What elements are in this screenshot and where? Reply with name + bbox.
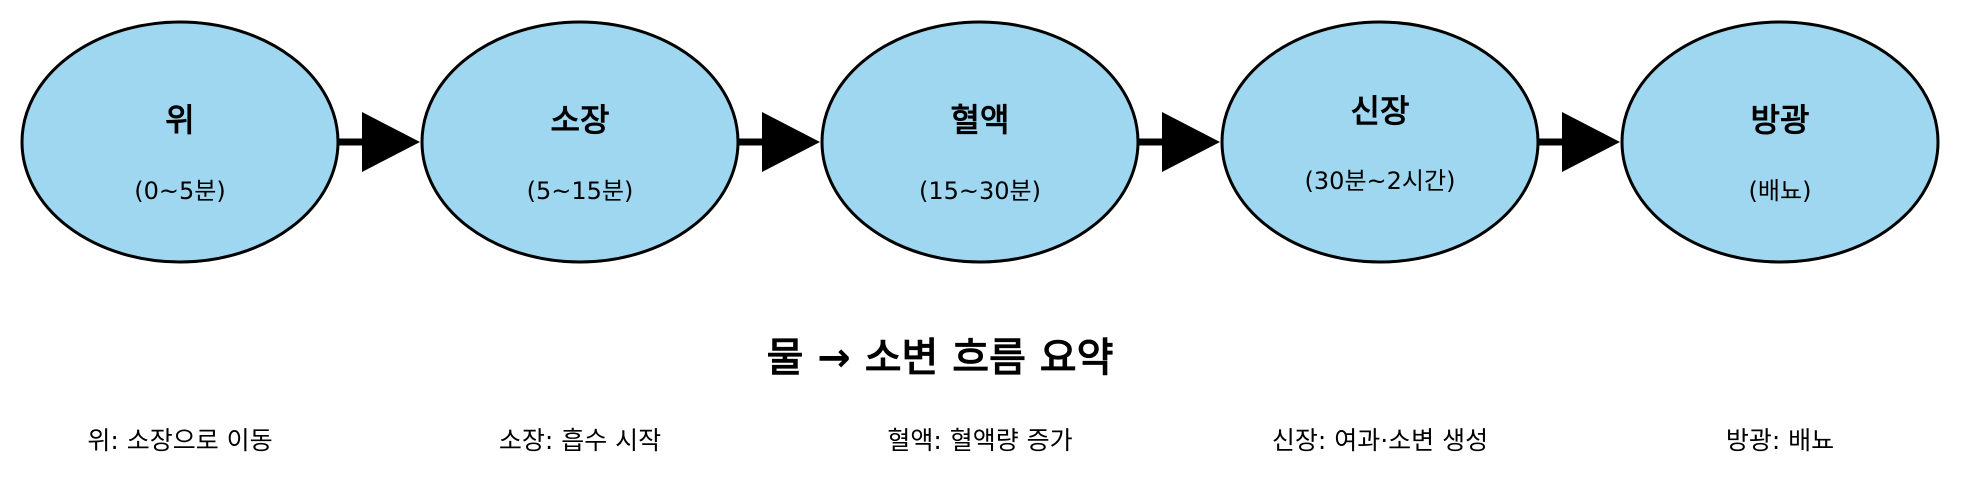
summary-item-kidney: 신장: 여과·소변 생성	[1272, 426, 1488, 455]
connector-2	[738, 112, 820, 172]
node-subtitle: (15~30분)	[919, 177, 1041, 205]
node-title: 방광	[1751, 101, 1810, 139]
summary-item-bladder: 방광: 배뇨	[1726, 426, 1834, 455]
node-bladder: 방광 (배뇨)	[1620, 20, 1940, 264]
node-title: 혈액	[951, 101, 1010, 139]
summary-item-blood: 혈액: 혈액량 증가	[887, 426, 1072, 455]
node-title: 위	[165, 101, 194, 139]
node-ellipse	[1220, 20, 1540, 264]
arrowhead-icon	[1162, 112, 1220, 172]
node-subtitle: (30분~2시간)	[1305, 167, 1456, 195]
summary-title: 물 → 소변 흐름 요약	[767, 335, 1114, 381]
connector-1	[338, 112, 420, 172]
node-small-intestine: 소장 (5~15분)	[420, 20, 740, 264]
arrowhead-icon	[762, 112, 820, 172]
node-kidney: 신장 (30분~2시간)	[1220, 20, 1540, 264]
node-stomach: 위 (0~5분)	[20, 20, 340, 264]
node-blood: 혈액 (15~30분)	[820, 20, 1140, 264]
connector-4	[1538, 112, 1620, 172]
node-ellipse	[820, 20, 1140, 264]
node-title: 신장	[1351, 92, 1410, 130]
node-subtitle: (5~15분)	[527, 177, 634, 205]
node-subtitle: (0~5분)	[134, 177, 225, 205]
arrowhead-icon	[1562, 112, 1620, 172]
node-ellipse	[1620, 20, 1940, 264]
connector-3	[1138, 112, 1220, 172]
summary-item-stomach: 위: 소장으로 이동	[87, 426, 272, 455]
node-ellipse	[20, 20, 340, 264]
node-title: 소장	[551, 101, 610, 139]
arrowhead-icon	[362, 112, 420, 172]
node-ellipse	[420, 20, 740, 264]
summary-item-small-intestine: 소장: 흡수 시작	[499, 426, 661, 455]
node-subtitle: (배뇨)	[1749, 177, 1812, 205]
